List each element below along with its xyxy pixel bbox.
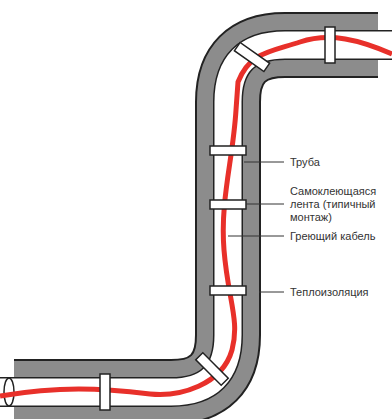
leader-line — [228, 236, 284, 237]
part-label: Теплоизоляция — [290, 286, 388, 299]
leader-line — [259, 292, 284, 293]
leader-line — [244, 162, 284, 163]
part-label: Самоклеющаяся лента (типичный монтаж) — [290, 185, 388, 224]
leader-line — [246, 204, 284, 205]
part-label: Греющий кабель — [290, 230, 388, 243]
tape — [100, 374, 110, 410]
pipe — [0, 45, 392, 392]
tape — [210, 146, 246, 155]
tape — [325, 27, 335, 63]
tape — [234, 43, 269, 72]
heating-cable — [0, 38, 392, 396]
tape — [210, 200, 246, 209]
part-label: Труба — [290, 156, 388, 169]
tape — [210, 286, 246, 295]
pipe-outline — [0, 45, 392, 392]
tape — [196, 353, 229, 386]
